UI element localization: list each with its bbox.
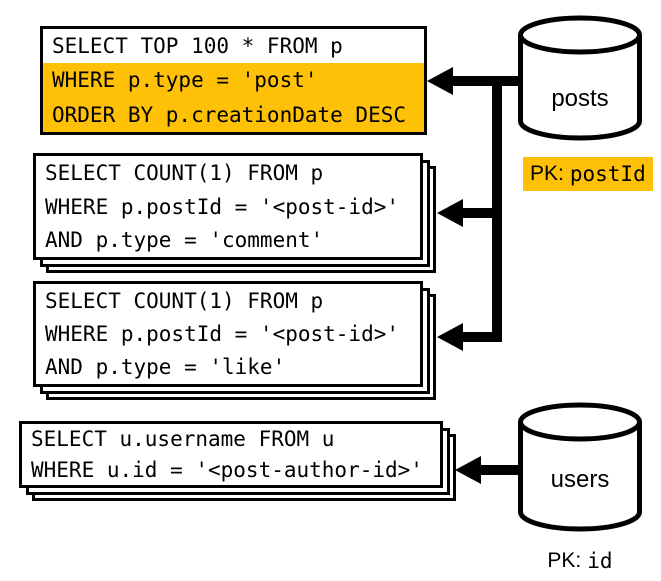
sql-line: AND p.type = 'like' — [36, 350, 420, 384]
sql-line: SELECT COUNT(1) FROM p — [36, 156, 420, 190]
users-pk-badge: PK:id — [515, 546, 645, 576]
posts-database-icon — [518, 15, 642, 141]
users-database-icon — [518, 402, 642, 532]
posts-pk-badge: PK:postId — [523, 157, 653, 191]
sql-line: WHERE u.id = '<post-author-id>' — [22, 454, 440, 485]
pk-prefix: PK: — [530, 162, 564, 185]
sql-line: AND p.type = 'comment' — [36, 223, 420, 258]
query-box-top-posts: SELECT TOP 100 * FROM p WHERE p.type = '… — [40, 26, 427, 135]
arrowhead-left-icon — [437, 199, 463, 227]
arrowhead-left-icon — [437, 323, 463, 351]
arrow-line — [461, 332, 502, 342]
sql-line: WHERE p.postId = '<post-id>' — [36, 189, 420, 224]
posts-db-label: posts — [551, 85, 609, 112]
sql-line: SELECT u.username FROM u — [22, 424, 440, 455]
sql-line: WHERE p.postId = '<post-id>' — [36, 317, 420, 351]
arrowhead-left-icon — [455, 456, 481, 484]
sql-line: SELECT TOP 100 * FROM p — [43, 29, 424, 64]
arrow-line — [451, 76, 518, 86]
arrowhead-left-icon — [427, 67, 453, 95]
users-db-label: users — [550, 466, 610, 493]
query-box-comment-count: SELECT COUNT(1) FROM p WHERE p.postId = … — [33, 153, 423, 260]
sql-line-highlighted: ORDER BY p.creationDate DESC — [43, 97, 424, 132]
pk-field: id — [587, 549, 613, 573]
pk-field: postId — [569, 162, 646, 186]
query-box-username: SELECT u.username FROM u WHERE u.id = '<… — [19, 421, 443, 488]
arrow-line — [461, 208, 502, 218]
query-box-like-count: SELECT COUNT(1) FROM p WHERE p.postId = … — [33, 281, 423, 387]
sql-line-highlighted: WHERE p.type = 'post' — [43, 63, 424, 98]
arrow-line — [479, 465, 518, 475]
pk-prefix: PK: — [547, 549, 582, 572]
sql-line: SELECT COUNT(1) FROM p — [36, 284, 420, 318]
